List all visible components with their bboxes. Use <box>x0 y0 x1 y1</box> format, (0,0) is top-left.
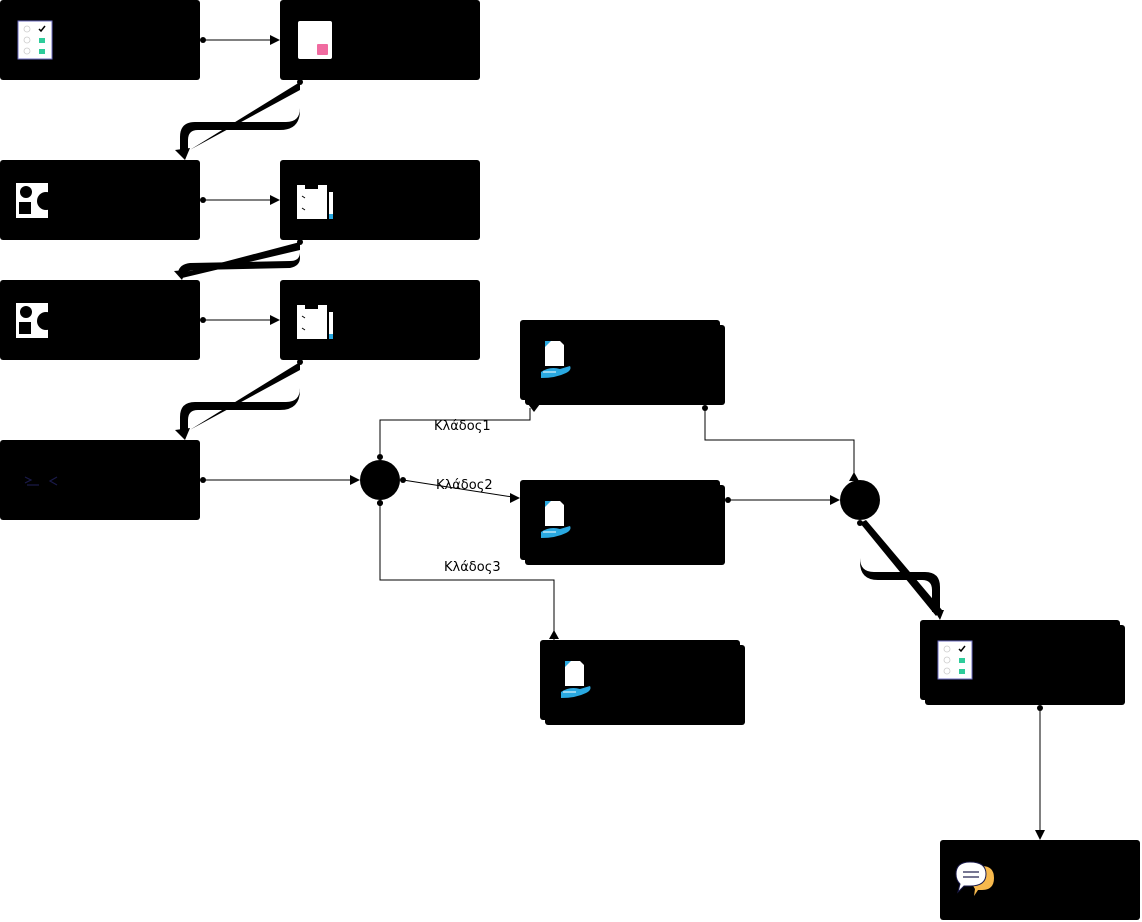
arrow-head <box>270 315 280 325</box>
edge-start-dot <box>1037 705 1043 711</box>
arrow-head <box>174 270 186 280</box>
edge-start-dot <box>702 405 708 411</box>
edge-start-dot <box>200 197 206 203</box>
document-hand-icon <box>561 661 591 698</box>
task-node-6[interactable] <box>280 280 480 360</box>
edge-branch1[interactable] <box>379 408 531 457</box>
arrow-head <box>934 610 944 620</box>
task-node-3[interactable] <box>0 160 200 240</box>
edge-start-dot <box>297 359 303 365</box>
gateway-2[interactable] <box>840 480 880 520</box>
subprocess-node-2[interactable] <box>520 480 725 565</box>
edge-task6-task7-body <box>180 362 300 436</box>
arrow-head <box>549 630 559 639</box>
arrow-head <box>510 493 520 503</box>
edges <box>174 35 1045 840</box>
arrow-head <box>528 404 540 412</box>
arrow-head <box>270 35 280 45</box>
arrow-head <box>175 148 190 160</box>
arrow-head <box>270 195 280 205</box>
checklist-icon <box>937 640 973 680</box>
edge-start-dot <box>200 317 206 323</box>
code-icon <box>24 476 58 486</box>
edge-start-dot <box>297 79 303 85</box>
edge-branch2[interactable] <box>402 479 520 499</box>
document-icon <box>298 21 332 59</box>
subprocess-node-3[interactable] <box>540 640 745 725</box>
gateway-1[interactable] <box>360 460 400 506</box>
task-node-7[interactable] <box>0 440 200 520</box>
document-hand-icon <box>541 341 571 378</box>
edge-start-dot <box>725 497 731 503</box>
shapes-icon <box>16 183 55 218</box>
edge-start-dot <box>200 37 206 43</box>
edge-start-dot <box>200 477 206 483</box>
arrow-head <box>830 495 840 505</box>
edge-start-dot <box>297 239 303 245</box>
edge-start-dot <box>857 520 863 526</box>
shapes-icon <box>16 303 55 338</box>
edge-task2-task3[interactable] <box>180 82 300 152</box>
arrow-head <box>1035 830 1045 840</box>
branch-label-3: Κλάδος3 <box>444 560 501 575</box>
clipboard-pencil-icon <box>297 303 333 339</box>
edge-branch3[interactable] <box>379 503 555 640</box>
clipboard-pencil-icon <box>297 183 333 219</box>
branch-label-2: Κλάδος2 <box>436 478 493 493</box>
arrow-head <box>849 472 859 481</box>
edge-task6-task7[interactable] <box>180 362 300 432</box>
task-node-9[interactable] <box>940 840 1140 920</box>
task-node-2[interactable] <box>280 0 480 80</box>
gateway-port <box>400 477 406 483</box>
task-node-8[interactable] <box>920 620 1125 705</box>
edge-task2-task3-body <box>180 82 300 156</box>
task-node-1[interactable] <box>0 0 200 80</box>
checklist-icon <box>17 20 53 60</box>
edge-gateway2-task8-body <box>860 520 942 616</box>
edge-task4-task5-body <box>178 242 300 278</box>
edge-sub1-gateway2[interactable] <box>704 408 855 478</box>
gateway-port <box>377 454 383 460</box>
chat-bubbles-icon <box>955 861 994 896</box>
task-node-5[interactable] <box>0 280 200 360</box>
task-node-4[interactable] <box>280 160 480 240</box>
document-hand-icon <box>541 501 571 538</box>
arrow-head <box>350 475 360 485</box>
subprocess-node-1[interactable] <box>520 320 725 405</box>
branch-label-1: Κλάδος1 <box>434 419 491 434</box>
arrow-head <box>175 428 190 440</box>
